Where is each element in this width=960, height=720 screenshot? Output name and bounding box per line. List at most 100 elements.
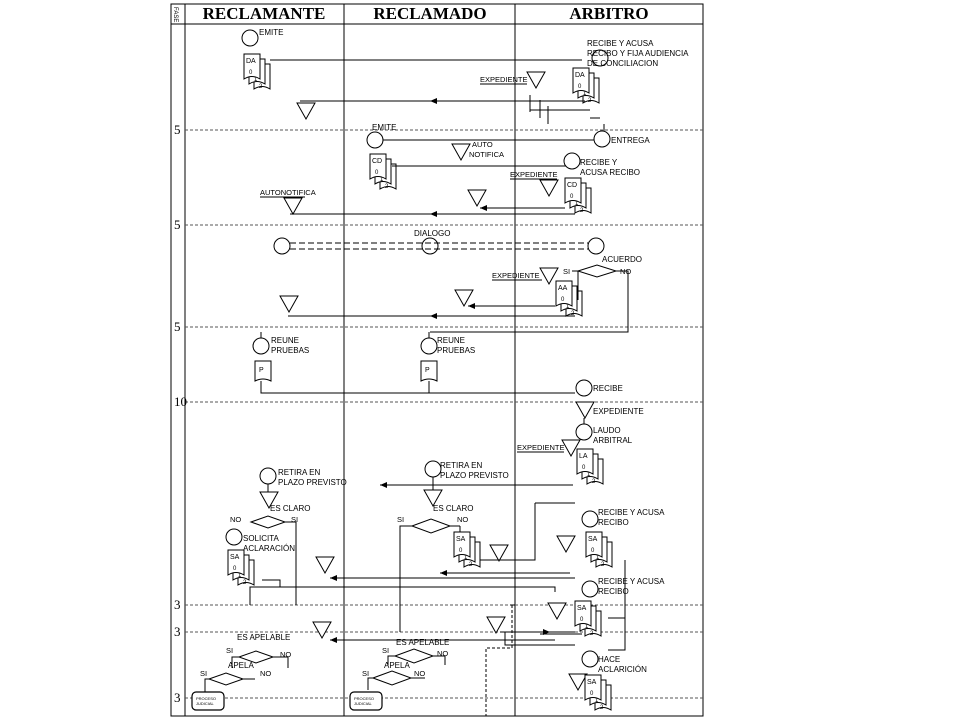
archive-triangle [467,189,487,208]
label: ES APELABLE [237,633,290,642]
label: PRUEBAS [271,346,309,355]
copy-number: 0 [459,548,463,554]
document-sheet [254,360,272,382]
connector-line [504,632,575,646]
label: NO [414,669,425,678]
archive-triangle [526,71,546,90]
reune-circle [252,337,270,355]
label: EMITE [372,123,396,132]
document-sheet [572,67,590,94]
arrow-head [430,98,437,104]
label: EMITE [259,28,283,37]
phase-time: 5 [174,122,181,137]
label: ACUERDO [602,255,642,264]
document-code: SA [577,605,587,612]
label: ES CLARO [270,504,310,513]
label: SI [200,669,207,678]
connector-line [204,678,209,692]
document-code: CD [372,158,382,165]
acuerdo-diamond [576,264,618,278]
arrow-head [440,570,447,576]
process-box [349,691,383,711]
label: AUTONOTIFICA [260,188,316,197]
copy-number: 0 [591,548,595,554]
label: ES APELABLE [396,638,449,647]
emite-circle [241,29,259,47]
label: RECIBE Y ACUSA [598,577,665,586]
label: NO [457,515,468,524]
copy-number: 0 [375,170,379,176]
copy-number: 1 [587,472,591,478]
copy-number: 2 [243,580,247,586]
phase-time: 5 [174,217,181,232]
apela-diamond [207,672,245,686]
label: EXPEDIENTE [510,170,558,179]
doc-p-reclamante: P [254,360,272,382]
recibe-circle [563,152,581,170]
document-sheet [576,448,594,475]
copy-number: 1 [595,698,599,704]
copy-number: 2 [580,208,584,214]
document-sheet [243,53,261,80]
connector-line [430,270,629,333]
archive-triangle [279,295,299,314]
header-code: FASE [172,7,178,22]
retira-circle [424,460,442,478]
recibe-circle [581,580,599,598]
archive-triangle [259,491,279,510]
copy-number: 0 [233,566,237,572]
label: PLAZO PREVISTO [278,478,347,487]
copy-number: 2 [600,705,604,711]
label: SI [563,267,570,276]
copy-number: 2 [590,631,594,637]
recibe-circle [581,510,599,528]
label: SI [291,515,298,524]
copy-number: 2 [588,98,592,104]
label: SOLICITA [243,534,280,543]
copy-number: 0 [590,691,594,697]
arrow-head [380,482,387,488]
label: RECIBO [598,587,629,596]
label: RECIBO [598,518,629,527]
label: NO [280,650,291,659]
lane-title-3: ARBITRO [569,4,648,23]
arrow-head [330,637,337,643]
label: RECIBE Y ACUSA [587,39,654,48]
copy-number: 0 [580,617,584,623]
archive-triangle [489,544,509,563]
connector-line [260,381,575,394]
copy-number: 2 [469,562,473,568]
document-sheet [564,177,582,204]
entrega-circle [593,130,611,148]
phase-time: 5 [174,319,181,334]
hace-circle [581,650,599,668]
arrow-head [430,313,437,319]
label: NO [437,649,448,658]
connector-line [367,677,373,690]
archive-triangle [575,401,595,420]
copy-number: 1 [238,573,242,579]
archive-triangle [312,621,332,640]
label: APELA [384,661,410,670]
process-label: PROCESO [196,696,216,701]
label: NO [230,515,241,524]
arrow-head [468,303,475,309]
connector-line [231,656,239,668]
label: HACE [598,655,620,664]
archive-triangle [561,439,581,458]
document-sheet [555,280,573,307]
copy-number: 2 [592,479,596,485]
recibe-circle [591,49,609,67]
label: RETIRA EN [440,461,482,470]
archive-triangle [296,102,316,121]
label: ACLARACIÓN [243,544,295,553]
